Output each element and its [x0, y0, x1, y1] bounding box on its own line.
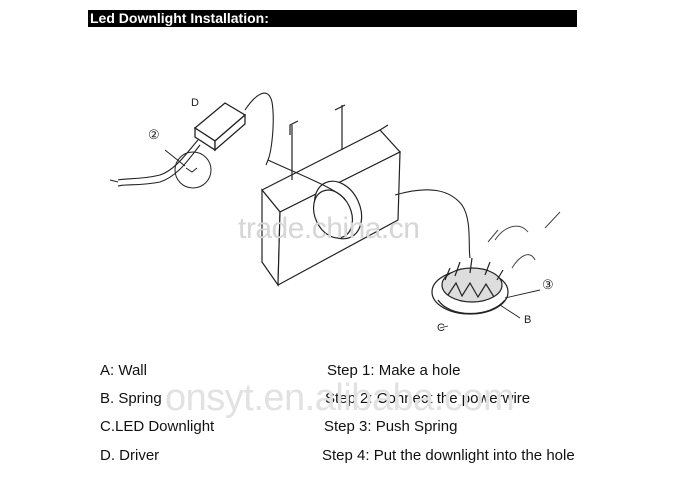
callout-2: ②: [148, 127, 160, 142]
callout-b: B: [524, 314, 532, 326]
wall: [261, 104, 401, 287]
part-b: B. Spring: [100, 390, 162, 407]
driver-icon: [193, 102, 247, 152]
callout-3: ③: [542, 277, 554, 292]
callout-d: D: [191, 97, 199, 109]
installation-diagram: [109, 92, 561, 329]
step-3: Step 3: Push Spring: [324, 418, 458, 435]
callout-c: C: [437, 322, 445, 334]
step-1: Step 1: Make a hole: [327, 362, 461, 379]
led-downlight: [431, 257, 509, 315]
step-4: Step 4: Put the downlight into the hole: [322, 447, 575, 464]
part-d: D. Driver: [100, 447, 160, 464]
part-a: A: Wall: [100, 362, 147, 379]
page-title: Led Downlight Installation:: [90, 10, 269, 26]
part-c: C.LED Downlight: [100, 418, 215, 435]
connector-detail: [174, 151, 212, 189]
step-2: Step 2: Connect the powerwire: [325, 390, 531, 407]
title-bar: Led Downlight Installation:: [88, 10, 577, 27]
